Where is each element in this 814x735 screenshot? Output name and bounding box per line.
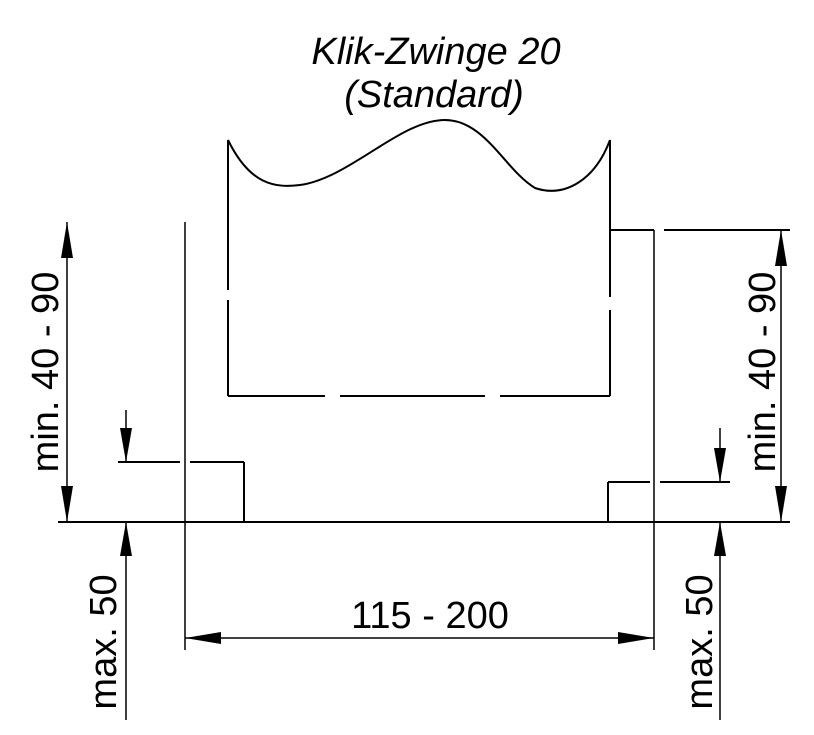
left-height-label: min. 40 - 90 — [25, 272, 67, 473]
left-height-arrow-top — [61, 222, 73, 258]
title-line-1: Klik-Zwinge 20 — [311, 31, 560, 73]
width-dimension: 115 - 200 — [185, 595, 654, 644]
break-line — [227, 118, 611, 192]
right-step-label: max. 50 — [679, 574, 721, 709]
title-line-2: (Standard) — [344, 74, 524, 116]
right-height-dimension: min. 40 - 90 — [742, 230, 787, 522]
left-step-arrow-top — [120, 428, 132, 462]
right-step-dimension: max. 50 — [679, 428, 726, 720]
left-step-label: max. 50 — [83, 574, 125, 709]
width-label: 115 - 200 — [351, 595, 509, 637]
left-step-arrow-bottom — [120, 522, 132, 556]
extension-lines — [184, 222, 655, 650]
base-contour — [58, 229, 790, 523]
left-step-dimension: max. 50 — [83, 410, 132, 720]
clamp-body — [227, 118, 611, 397]
width-arrow-right — [618, 632, 654, 644]
right-height-arrow-top — [775, 230, 787, 266]
right-step-arrow-top — [714, 448, 726, 482]
left-height-arrow-bottom — [61, 486, 73, 522]
left-height-dimension: min. 40 - 90 — [25, 222, 73, 522]
right-step-arrow-bottom — [714, 522, 726, 556]
width-arrow-left — [185, 632, 221, 644]
right-height-label: min. 40 - 90 — [742, 272, 784, 473]
right-height-arrow-bottom — [775, 486, 787, 522]
